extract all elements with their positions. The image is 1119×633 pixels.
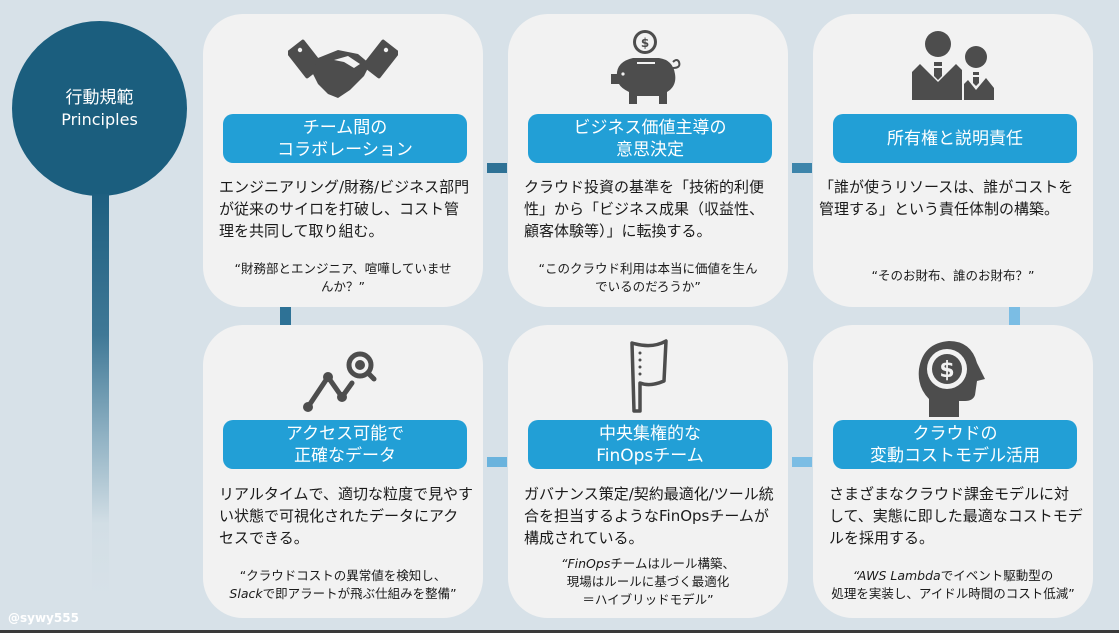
- card-title: クラウドの 変動コストモデル活用: [833, 420, 1077, 469]
- svg-text:$: $: [641, 36, 649, 50]
- card-variable-cost: $ クラウドの 変動コストモデル活用 さまざまなクラウド課金モデルに対して、実態…: [813, 325, 1093, 618]
- card-quote: “このクラウド利用は本当に価値を生ん でいるのだろうか”: [538, 261, 758, 294]
- card-description: さまざまなクラウド課金モデルに対して、実態に即した最適なコストモデルを採用する。: [829, 485, 1083, 547]
- hub-title-en: Principles: [61, 109, 138, 129]
- handshake-icon: [203, 28, 483, 108]
- principles-hub: 行動規範 Principles: [12, 21, 187, 196]
- card-title: 所有権と説明責任: [833, 114, 1077, 163]
- card-description: ガバナンス策定/契約最適化/ツール統合を担当するようなFinOpsチームが構成さ…: [524, 485, 774, 547]
- card-title: 中央集権的な FinOpsチーム: [528, 420, 772, 469]
- watermark: @sywy555: [8, 611, 79, 625]
- card-description: 「誰が使うリソースは、誰がコストを管理する」という責任体制の構築。: [819, 178, 1074, 218]
- connector-5-6: [792, 457, 812, 467]
- chart-search-icon: [203, 335, 483, 415]
- connector-2-3: [792, 163, 812, 173]
- connector-1-2: [487, 163, 507, 173]
- hub-spine: [92, 194, 109, 596]
- card-description: リアルタイムで、適切な粒度で見やすい状態で可視化されたデータにアクセスできる。: [219, 485, 473, 547]
- card-ownership: 所有権と説明責任 「誰が使うリソースは、誰がコストを管理する」という責任体制の構…: [813, 14, 1093, 307]
- flag-icon: [508, 335, 788, 415]
- card-team-collaboration: チーム間の コラボレーション エンジニアリング/財務/ビジネス部門が従来のサイロ…: [203, 14, 483, 307]
- card-title: ビジネス価値主導の 意思決定: [528, 114, 772, 163]
- bottom-border: [0, 630, 1119, 633]
- card-quote: “財務部とエンジニア、喧嘩していませ んか？”: [234, 261, 452, 294]
- card-quote: “クラウドコストの異常値を検知し、 Slackで即アラートが飛ぶ仕組みを整備”: [229, 568, 457, 601]
- piggy-bank-icon: $: [508, 28, 788, 108]
- card-title: チーム間の コラボレーション: [223, 114, 467, 163]
- people-icon: [813, 28, 1093, 108]
- card-quote: “そのお財布、誰のお財布？”: [871, 268, 1035, 283]
- head-dollar-icon: $: [813, 335, 1093, 417]
- card-business-value: $ ビジネス価値主導の 意思決定 クラウド投資の基準を「技術的利便性」から「ビジ…: [508, 14, 788, 307]
- card-quote: “AWS Lambdaでイベント駆動型の 処理を実装し、アイドル時間のコスト低減…: [831, 568, 1075, 601]
- connector-1-4: [280, 307, 291, 325]
- card-finops-team: 中央集権的な FinOpsチーム ガバナンス策定/契約最適化/ツール統合を担当す…: [508, 325, 788, 618]
- card-title: アクセス可能で 正確なデータ: [223, 420, 467, 469]
- card-accessible-data: アクセス可能で 正確なデータ リアルタイムで、適切な粒度で見やすい状態で可視化さ…: [203, 325, 483, 618]
- card-description: エンジニアリング/財務/ビジネス部門が従来のサイロを打破し、コスト管理を共同して…: [219, 178, 470, 240]
- hub-title-ja: 行動規範: [65, 87, 134, 108]
- card-description: クラウド投資の基準を「技術的利便性」から「ビジネス成果（収益性、顧客体験等）」に…: [524, 178, 765, 240]
- card-quote: “FinOpsチームはルール構築、 現場はルールに基づく最適化 ＝ハイブリッドモ…: [561, 556, 735, 607]
- connector-3-6: [1009, 307, 1020, 325]
- connector-4-5: [487, 457, 507, 467]
- svg-text:$: $: [939, 358, 954, 383]
